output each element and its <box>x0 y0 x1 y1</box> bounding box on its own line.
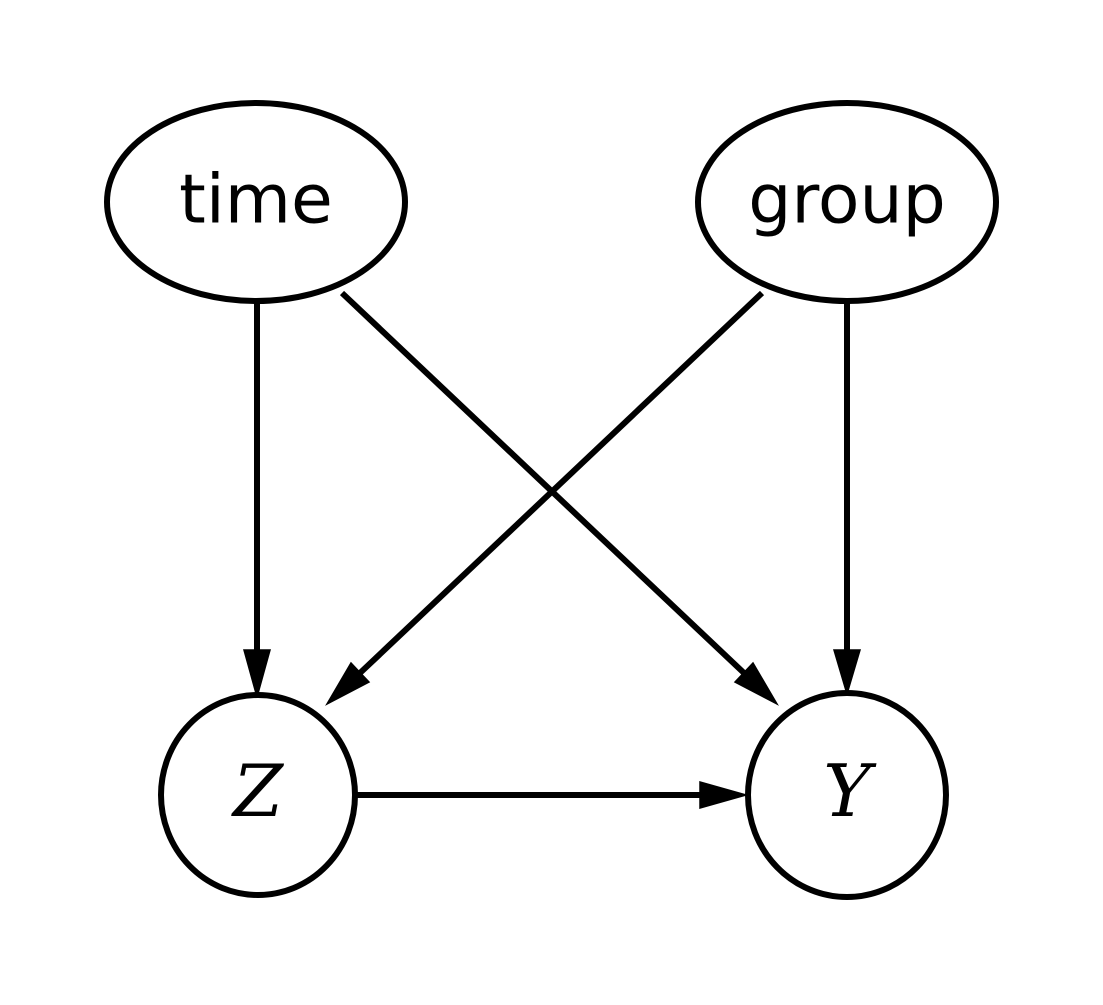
node-Z[interactable]: Z <box>158 692 358 898</box>
edge-group-to-Z-line <box>357 290 765 676</box>
node-group-label: group <box>748 161 946 240</box>
edge-group-to-Z-arrowhead <box>325 661 371 706</box>
node-group: time group Z Y <box>104 100 999 900</box>
node-time-label: time <box>179 161 333 240</box>
edge-Z-to-Y[interactable] <box>356 781 749 809</box>
edge-time-to-Y-arrowhead <box>733 661 779 706</box>
node-time[interactable]: time <box>104 100 408 304</box>
edge-group-to-Y-arrowhead <box>832 649 862 697</box>
edge-time-to-Y[interactable] <box>339 290 779 706</box>
edge-group <box>243 290 862 809</box>
node-Y-circle <box>745 690 949 900</box>
node-Y-label: Y <box>823 749 877 833</box>
node-Z-label: Z <box>231 749 285 833</box>
edge-time-to-Z[interactable] <box>243 302 271 700</box>
node-group[interactable]: group <box>695 100 999 304</box>
node-Z-circle <box>158 692 358 898</box>
edge-time-to-Y-line <box>339 290 747 676</box>
node-group-ellipse <box>695 100 999 304</box>
edge-time-to-Z-arrowhead <box>243 649 271 700</box>
node-Y[interactable]: Y <box>745 690 949 900</box>
edge-Z-to-Y-arrowhead <box>699 781 749 809</box>
edge-group-to-Y[interactable] <box>832 302 862 697</box>
edge-group-to-Z[interactable] <box>325 290 765 706</box>
node-time-ellipse <box>104 100 408 304</box>
